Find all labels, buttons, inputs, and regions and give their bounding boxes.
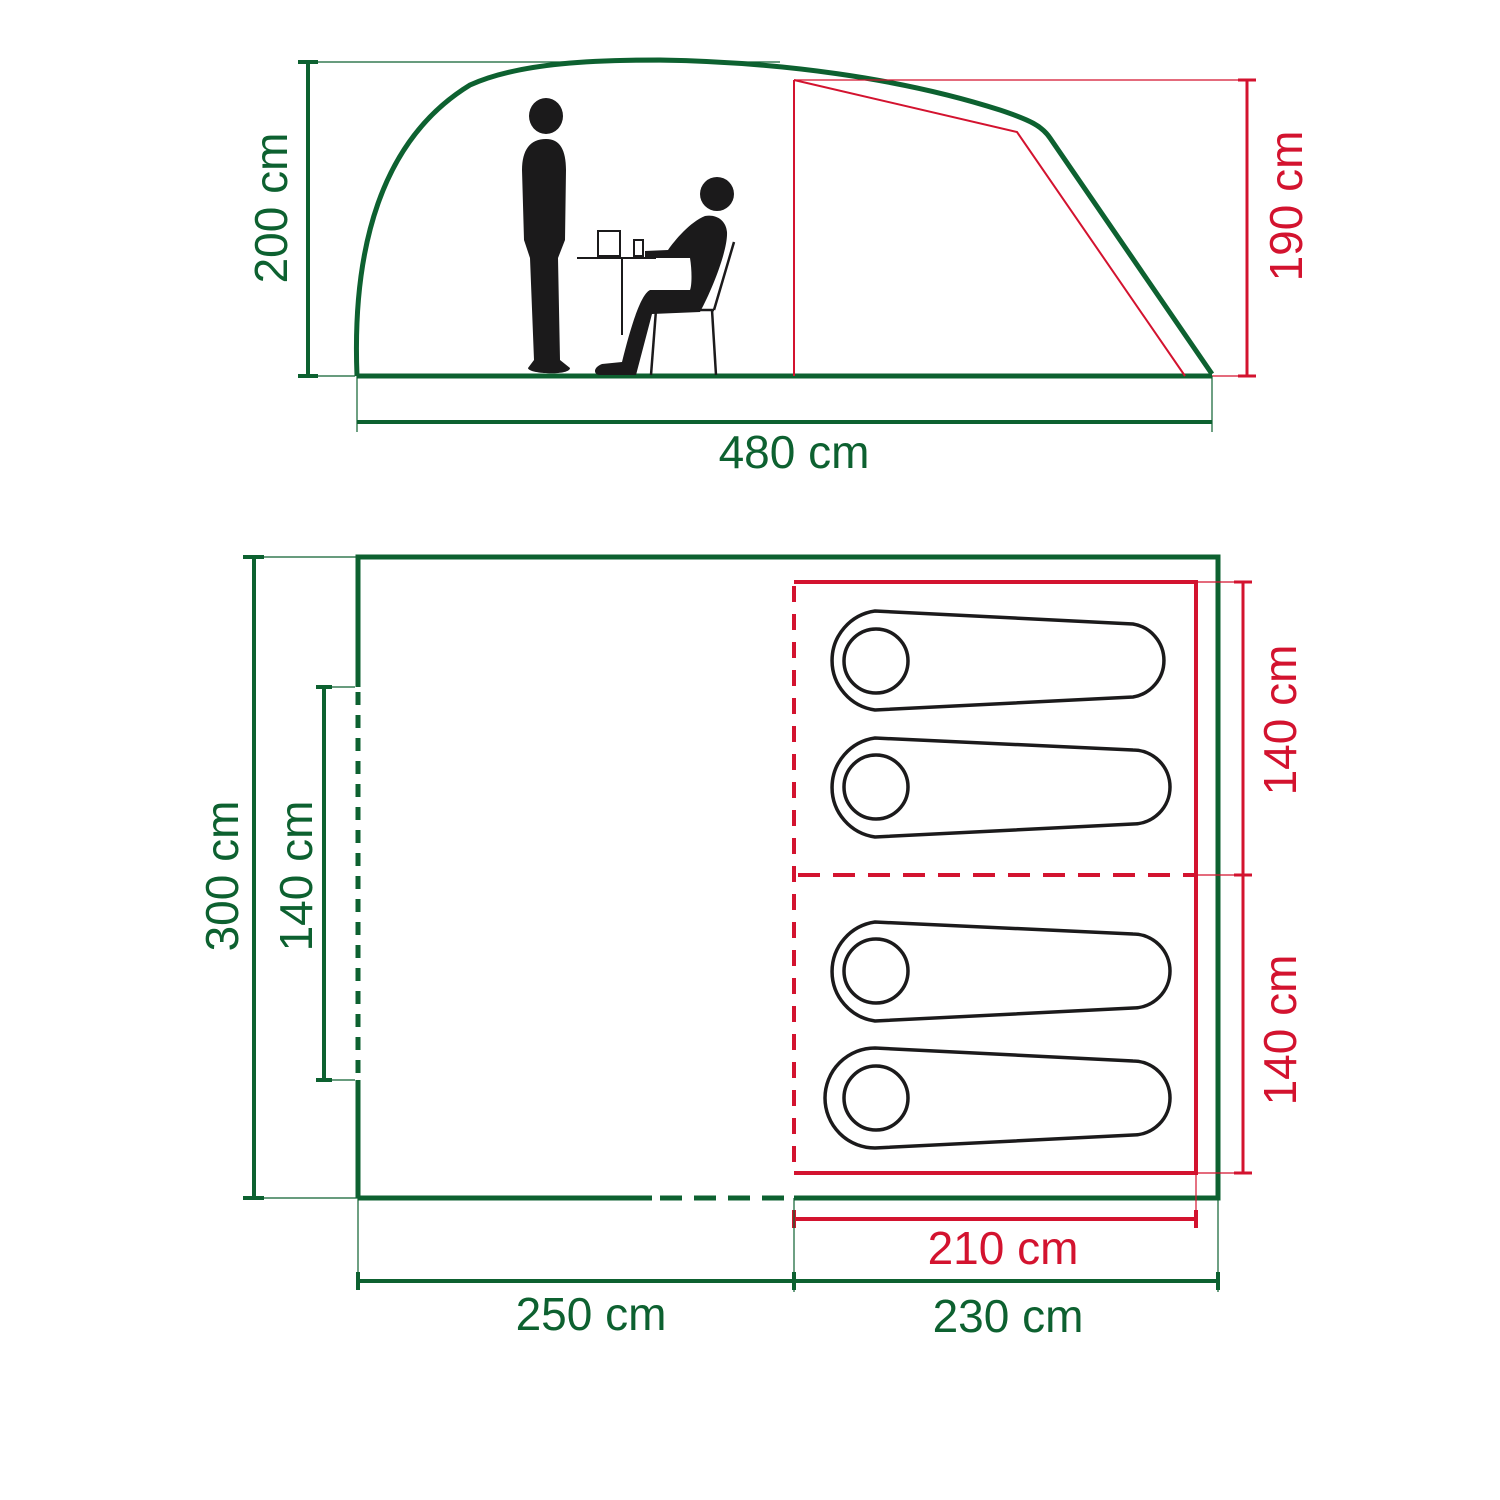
- bedroom-2-width-label: 140 cm: [1254, 955, 1306, 1106]
- width-total-label: 300 cm: [196, 801, 248, 952]
- height-total-label: 200 cm: [245, 133, 297, 284]
- height-inner-label: 190 cm: [1260, 131, 1312, 282]
- table-icon: [577, 230, 656, 335]
- dimension-height-inner: 190 cm: [1238, 78, 1312, 378]
- seated-person-icon: [595, 177, 734, 375]
- dimension-door-width: 140 cm: [270, 685, 355, 1082]
- sleeping-bag-icon: [830, 609, 1166, 712]
- inner-bedroom: [792, 580, 1250, 1175]
- dimension-bedroom-depth: 210 cm: [792, 1173, 1198, 1274]
- floor-plan: 300 cm 140 cm: [196, 554, 1306, 1342]
- dimension-lengths: 250 cm 230 cm: [356, 1198, 1220, 1342]
- door-width-label: 140 cm: [270, 801, 322, 952]
- sleeping-bags: [823, 609, 1172, 1150]
- sleeping-bag-icon: [830, 920, 1172, 1023]
- sleeping-bag-icon: [823, 1046, 1172, 1150]
- dimension-length-total: 480 cm: [356, 376, 1213, 478]
- sleeping-bag-icon: [830, 736, 1172, 839]
- dimension-height-total: 200 cm: [245, 60, 780, 378]
- bedroom-depth-label: 210 cm: [928, 1222, 1079, 1274]
- living-length-label: 250 cm: [516, 1288, 667, 1340]
- side-view: 200 cm 190 cm: [245, 57, 1312, 478]
- inner-room-profile: [793, 79, 1252, 377]
- dimension-width-total: 300 cm: [196, 555, 358, 1200]
- dimension-bedroom-widths: 140 cm 140 cm: [1234, 580, 1306, 1175]
- standing-person-icon: [522, 98, 570, 374]
- length-total-label: 480 cm: [719, 426, 870, 478]
- outer-footprint: [355, 554, 1221, 1201]
- outer-tent-profile: [353, 57, 1215, 377]
- bedroom-section-length-label: 230 cm: [933, 1290, 1084, 1342]
- bedroom-1-width-label: 140 cm: [1254, 645, 1306, 796]
